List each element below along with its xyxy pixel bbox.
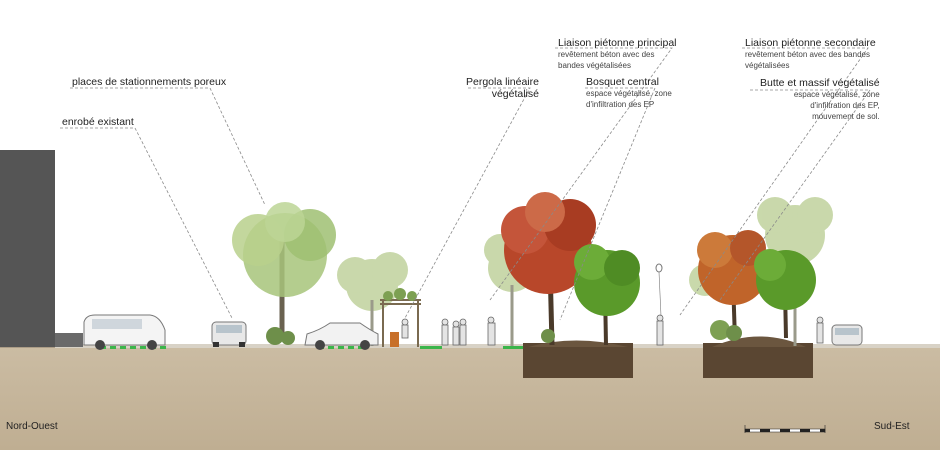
label-pergola: Pergola linéaire végétalisé [466,76,539,100]
van [83,314,166,350]
orientation-left: Nord-Ouest [6,421,58,432]
label-liaison-secondaire-desc2: végétalisées [745,61,790,70]
leader-lines [60,47,871,321]
tree-butte-green [754,249,816,339]
pergola-vegetation [383,288,417,301]
label-enrobe: enrobé existant [62,116,134,128]
tree-parking [232,202,336,335]
soil-pit-butte [703,343,813,378]
label-liaison-principal-desc2: bandes végétalisées [558,61,631,70]
car-front-view-right [831,324,863,346]
scale-bar [744,425,826,433]
label-bosquet-desc2: d'infiltration des EP [586,100,655,109]
soil-mound-butte [712,336,806,347]
label-liaison-principal-desc1: revêtement béton avec des [558,50,655,59]
label-butte-desc3: mouvement de sol. [812,112,880,121]
existing-building [0,150,55,347]
label-liaison-principal-title: Liaison piétonne principal [558,37,677,49]
car-side-view [304,322,379,350]
label-butte-desc1: espace végétalisé, zone [793,90,880,99]
label-bosquet-desc1: espace végétalisé, zone [586,89,672,98]
soil-pit-bosquet [523,343,633,378]
tree-bosquet-green [574,244,640,346]
pedestrians [401,314,824,346]
building-annex [55,333,83,347]
label-bosquet: Bosquet central espace végétalisé, zone … [586,76,672,110]
label-liaison-secondaire: Liaison piétonne secondaire revêtement b… [745,37,876,71]
tree-bosquet-red [501,192,596,346]
orientation-right: Sud-Est [874,421,910,432]
label-bosquet-title: Bosquet central [586,76,659,88]
label-liaison-principal: Liaison piétonne principal revêtement bé… [558,37,677,71]
label-liaison-secondaire-title: Liaison piétonne secondaire [745,37,876,49]
shrubs [266,320,742,345]
pergola [380,299,421,347]
balloon [655,263,663,317]
tree-butte-orange [697,230,768,341]
label-butte: Butte et massif végétalisé espace végéta… [760,77,880,122]
pergola-bench [390,332,399,347]
car-front-view-left [211,321,247,347]
label-liaison-secondaire-desc1: revêtement béton avec des bandes [745,50,870,59]
label-butte-title: Butte et massif végétalisé [760,77,880,89]
label-stationnements: places de stationnements poreux [72,76,227,88]
label-pergola-line2: végétalisé [491,88,539,100]
label-pergola-line1: Pergola linéaire [466,76,539,88]
label-butte-desc2: d'infiltration des EP, [810,101,880,110]
pavement-strip [55,344,940,348]
